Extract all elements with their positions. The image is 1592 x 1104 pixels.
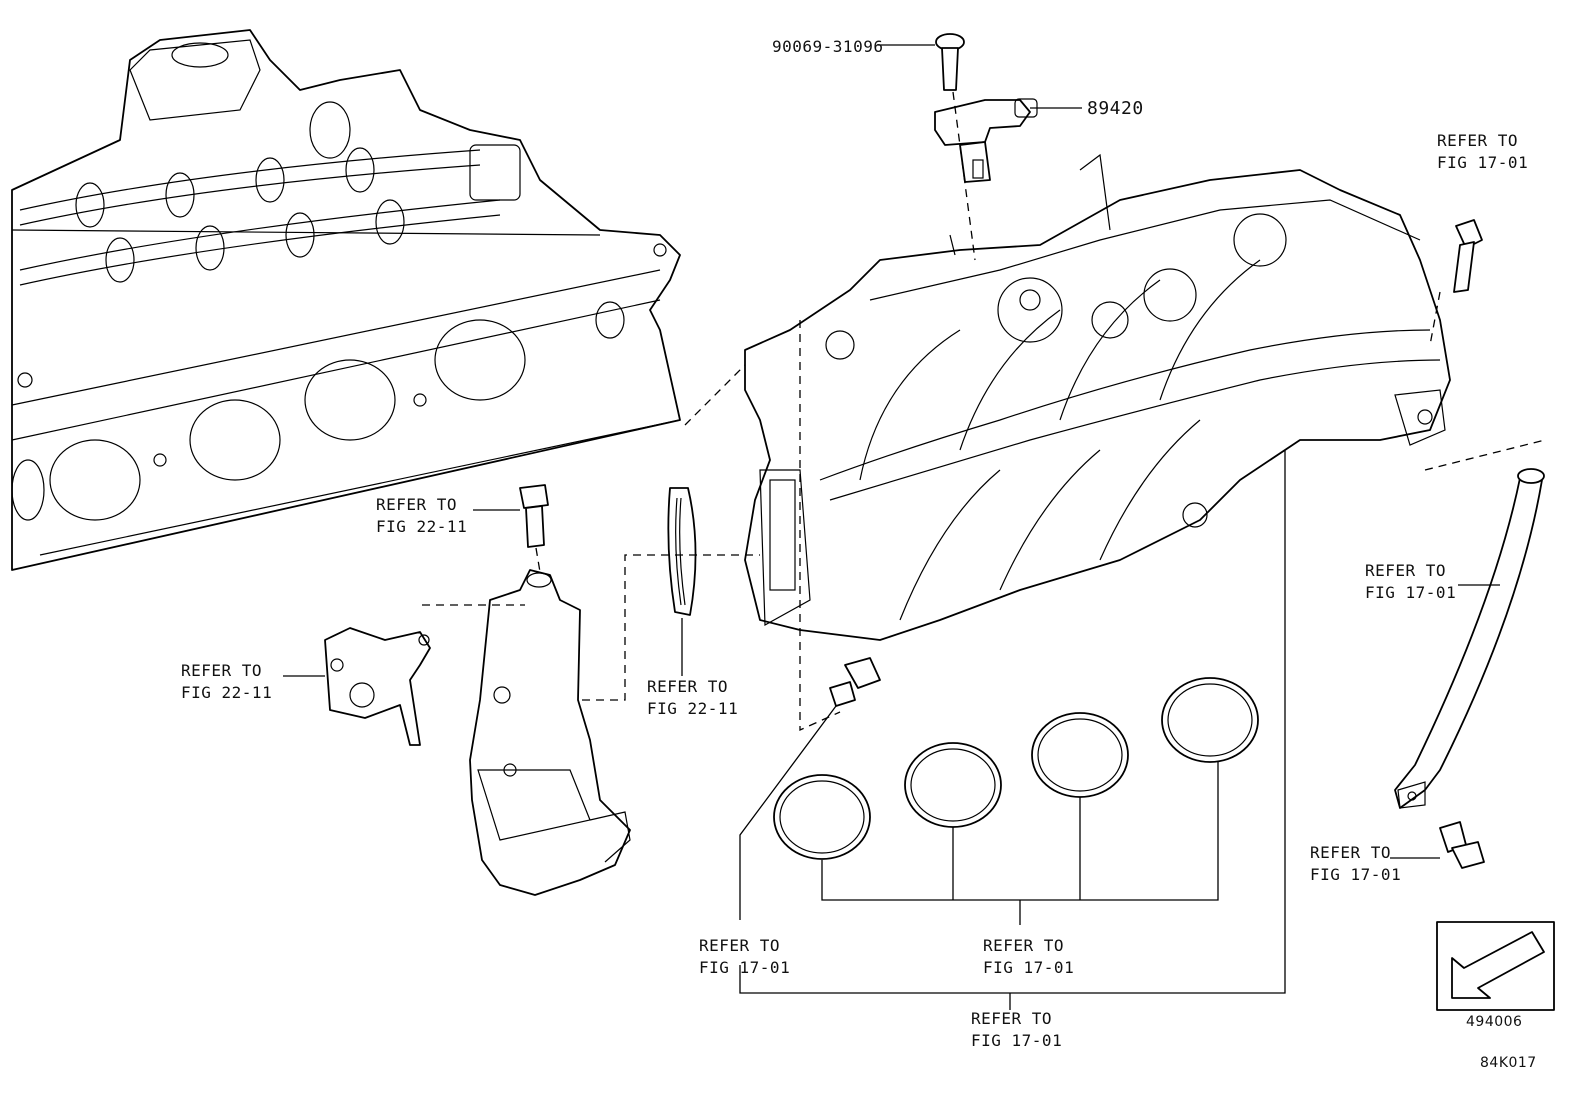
leader-lines — [283, 44, 1500, 1010]
intake-gaskets-illustration — [773, 677, 1259, 860]
hose-illustration — [1394, 468, 1545, 869]
manifold-lower-bolt-illustration — [829, 657, 881, 707]
ref-bracket-line2: FIG 22-11 — [181, 683, 273, 702]
figure-code: 84K017 — [1480, 1055, 1537, 1071]
ref-bolt-center-line1: REFER TO — [376, 495, 458, 514]
ref-throttle-gasket-line1: REFER TO — [647, 677, 729, 696]
cylinder-head-illustration — [11, 29, 681, 571]
ref-hose-bolt-line1: REFER TO — [1310, 843, 1392, 862]
bolt-90069-illustration — [935, 33, 965, 91]
sensor-illustration — [934, 98, 1038, 183]
front-indicator-code: 494006 — [1466, 1014, 1523, 1030]
ref-hose-line1: REFER TO — [1365, 561, 1447, 580]
ref-top-right-line1: REFER TO — [1437, 131, 1519, 150]
ref-gaskets-line1: REFER TO — [983, 936, 1065, 955]
throttle-body-illustration — [469, 569, 631, 896]
ref-bottom-left-line1: REFER TO — [699, 936, 781, 955]
ref-bottom-center-line2: FIG 17-01 — [971, 1031, 1063, 1050]
ref-hose-bolt-line2: FIG 17-01 — [1310, 865, 1402, 884]
center-bolt-illustration — [519, 484, 549, 548]
sensor-part-number: 89420 — [1087, 98, 1144, 119]
front-indicator-box — [1436, 921, 1555, 1011]
ref-gaskets-line2: FIG 17-01 — [983, 958, 1075, 977]
ref-top-right-line2: FIG 17-01 — [1437, 153, 1529, 172]
bolt-part-number: 90069-31096 — [772, 37, 884, 56]
ref-bottom-left-line2: FIG 17-01 — [699, 958, 791, 977]
bracket-illustration — [324, 627, 431, 746]
ref-bolt-center-line2: FIG 22-11 — [376, 517, 468, 536]
ref-throttle-gasket-line2: FIG 22-11 — [647, 699, 739, 718]
ref-bracket-line1: REFER TO — [181, 661, 263, 680]
ref-hose-line2: FIG 17-01 — [1365, 583, 1457, 602]
ref-bottom-center-line1: REFER TO — [971, 1009, 1053, 1028]
throttle-gasket-illustration — [667, 487, 697, 616]
intake-manifold-illustration — [744, 153, 1451, 641]
manifold-bolt-illustration — [1453, 219, 1483, 293]
